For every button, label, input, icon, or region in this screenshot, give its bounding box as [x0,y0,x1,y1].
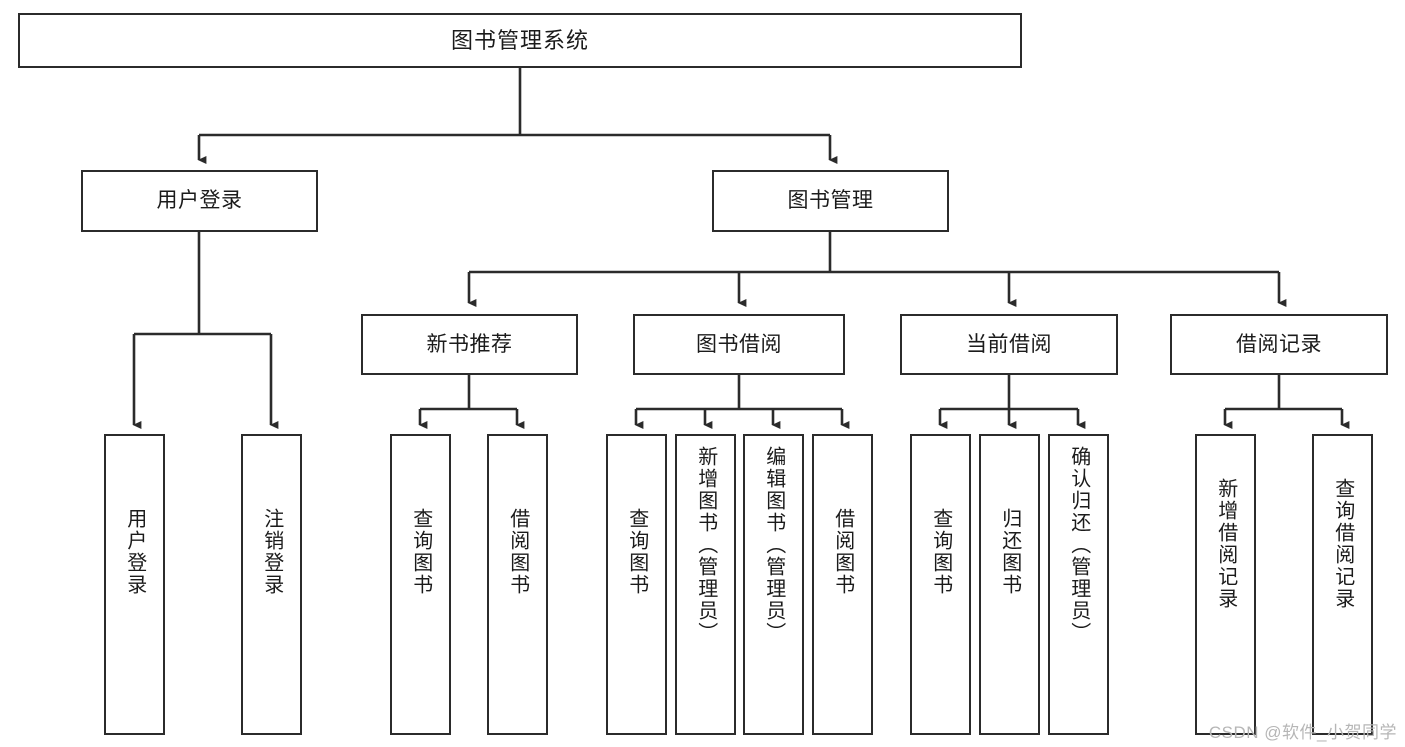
leaf-new-book-query-books[interactable]: 查询图书 [390,434,451,735]
node-book-management[interactable]: 图书管理 [712,170,949,232]
node-label: 用户登录 [156,189,243,213]
leaf-book-borrow-borrow-books[interactable]: 借阅图书 [812,434,873,735]
node-root-book-management-system[interactable]: 图书管理系统 [18,13,1022,68]
node-label: 确认归还（管理员） [1067,446,1090,644]
node-label: 用户登录 [123,508,146,596]
node-label: 查询图书 [929,508,952,596]
leaf-book-borrow-query-books[interactable]: 查询图书 [606,434,667,735]
node-label: 查询借阅记录 [1331,478,1354,610]
node-borrowing-record[interactable]: 借阅记录 [1170,314,1388,375]
node-label: 借阅记录 [1236,332,1322,356]
node-label: 图书管理 [787,189,874,213]
leaf-book-borrow-add-book-admin[interactable]: 新增图书（管理员） [675,434,736,735]
leaf-current-borrow-return-books[interactable]: 归还图书 [979,434,1040,735]
node-label: 新书推荐 [426,332,513,356]
node-label: 图书借阅 [696,332,782,356]
leaf-borrow-record-query-record[interactable]: 查询借阅记录 [1312,434,1373,735]
node-label: 新增借阅记录 [1214,478,1237,610]
leaf-current-borrow-query-books[interactable]: 查询图书 [910,434,971,735]
node-label: 借阅图书 [831,508,854,596]
leaf-user-login-login[interactable]: 用户登录 [104,434,165,735]
node-book-borrowing[interactable]: 图书借阅 [633,314,845,375]
node-new-book-recommendation[interactable]: 新书推荐 [361,314,578,375]
node-label: 查询图书 [625,508,648,596]
leaf-current-borrow-confirm-return-admin[interactable]: 确认归还（管理员） [1048,434,1109,735]
leaf-book-borrow-edit-book-admin[interactable]: 编辑图书（管理员） [743,434,804,735]
node-label: 编辑图书（管理员） [762,446,785,644]
node-label: 归还图书 [998,508,1021,596]
leaf-new-book-borrow-books[interactable]: 借阅图书 [487,434,548,735]
node-label: 借阅图书 [506,508,529,596]
node-label: 新增图书（管理员） [694,446,717,644]
node-current-borrowing[interactable]: 当前借阅 [900,314,1118,375]
node-user-login[interactable]: 用户登录 [81,170,318,232]
node-label: 注销登录 [260,508,283,596]
node-label: 当前借阅 [966,332,1052,356]
node-label: 图书管理系统 [450,27,589,53]
leaf-borrow-record-add-record[interactable]: 新增借阅记录 [1195,434,1256,735]
node-label: 查询图书 [409,508,432,596]
leaf-user-login-logout[interactable]: 注销登录 [241,434,302,735]
watermark: CSDN @软件_小贺同学 [1208,723,1397,742]
